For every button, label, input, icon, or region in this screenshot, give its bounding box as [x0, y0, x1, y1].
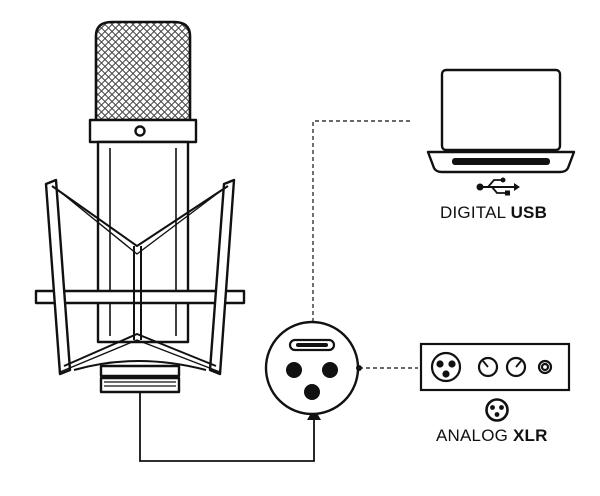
usb-label-prefix: DIGITAL — [440, 203, 511, 222]
laptop-icon — [426, 68, 576, 174]
xlr-label: ANALOG XLR — [436, 426, 548, 446]
xlr-icon — [485, 398, 509, 422]
usb-dashed-link — [312, 120, 412, 322]
usb-label: DIGITAL USB — [440, 203, 547, 223]
usb-icon — [476, 177, 520, 196]
xlr-label-prefix: ANALOG — [436, 426, 513, 445]
xlr-label-bold: XLR — [512, 426, 548, 445]
shock-mount-icon — [34, 178, 246, 376]
analog-cable — [139, 392, 315, 462]
mic-connector-icon — [264, 320, 360, 416]
audio-interface-icon — [419, 342, 571, 392]
usb-label-bold: USB — [510, 203, 548, 222]
